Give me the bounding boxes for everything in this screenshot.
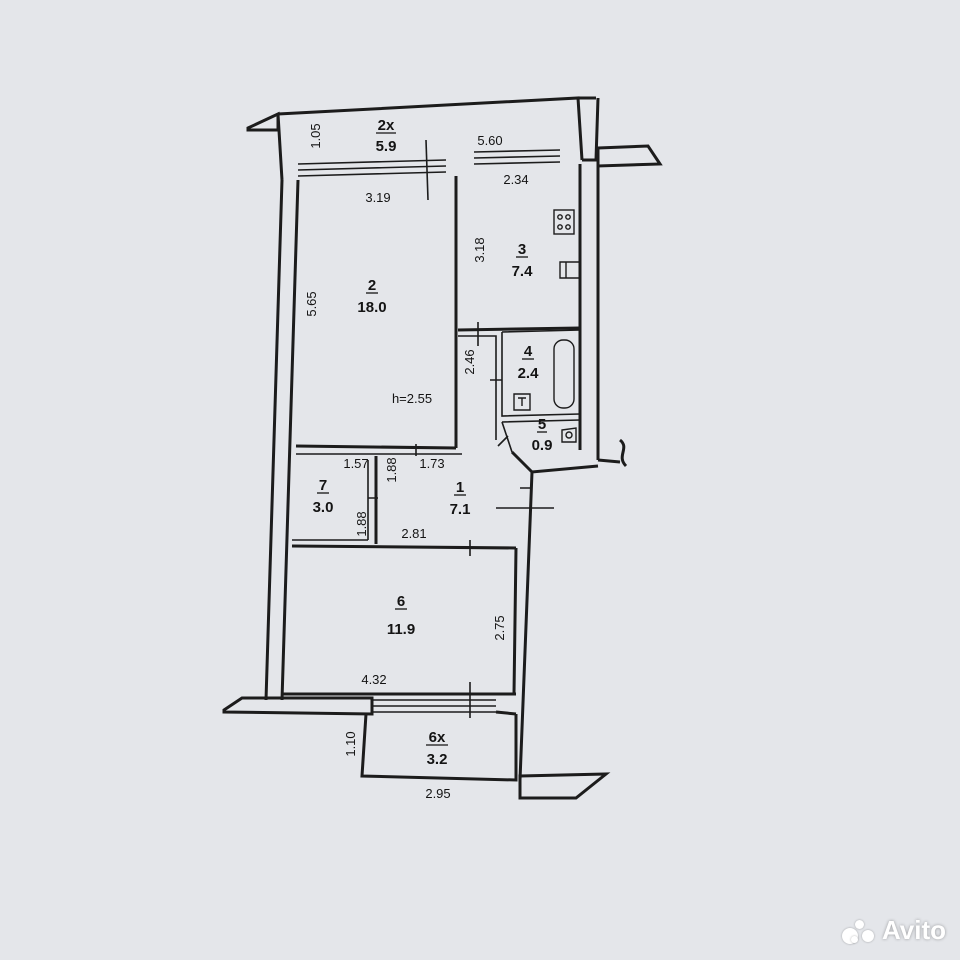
room-number-5: 5 xyxy=(538,416,546,433)
dim-room6-width: 4.32 xyxy=(361,672,386,687)
washbasin-icon xyxy=(513,393,531,411)
dim-kitchen-length: 3.18 xyxy=(472,237,487,262)
room-number-7: 7 xyxy=(319,477,327,494)
avito-dots-icon xyxy=(841,918,876,944)
room-number-1: 1 xyxy=(456,479,464,496)
room-area-6: 11.9 xyxy=(387,621,415,638)
avito-watermark-text: Avito xyxy=(881,915,946,945)
dim-bath-length: 2.46 xyxy=(462,349,477,374)
dim-room2-length: 5.65 xyxy=(304,291,319,316)
sink-icon xyxy=(559,261,581,279)
room-area-3: 7.4 xyxy=(512,263,534,280)
room-label-7: 7 3.0 xyxy=(313,477,334,516)
dim-closet-depth-bottom: 1.88 xyxy=(354,511,369,536)
dim-balcony-bottom-length: 2.95 xyxy=(425,786,450,801)
kitchen-bottom-inner xyxy=(458,335,497,440)
dim-hall-width: 1.73 xyxy=(419,456,444,471)
top-balcony-wall xyxy=(276,96,600,181)
room-label-3: 3 7.4 xyxy=(512,241,534,280)
room-number-4: 4 xyxy=(524,343,533,360)
avito-watermark: Avito xyxy=(841,915,946,946)
room-area-6x: 3.2 xyxy=(427,751,448,768)
right-outer-wall xyxy=(578,164,600,460)
left-outer-wall xyxy=(264,179,300,701)
toilet-icon xyxy=(561,427,577,443)
bottom-wall xyxy=(282,692,517,716)
room-number-6x: 6х xyxy=(429,729,446,746)
room-area-1: 7.1 xyxy=(450,501,471,518)
dim-closet-width: 1.57 xyxy=(343,456,368,471)
dim-balcony-bottom-depth: 1.10 xyxy=(343,731,358,756)
bottom-slab xyxy=(222,696,374,716)
room-label-6x: 6х 3.2 xyxy=(426,729,448,768)
dim-room2-width: 3.19 xyxy=(365,190,390,205)
fixtures xyxy=(513,209,581,443)
room-label-1: 1 7.1 xyxy=(450,479,471,518)
room-area-2x: 5.9 xyxy=(376,138,397,155)
window-top-left xyxy=(297,159,447,177)
window-top-right xyxy=(473,149,561,165)
dimension-labels: 1.05 5.60 3.19 5.65 2.34 3.18 2.46 h=2.5… xyxy=(304,123,529,801)
bottom-balcony xyxy=(360,713,518,782)
window-bottom xyxy=(372,699,496,713)
right-stub-wall xyxy=(597,438,628,468)
bathtub-icon xyxy=(553,339,575,409)
room-label-5: 5 0.9 xyxy=(532,416,553,454)
top-right-slab xyxy=(596,144,663,168)
closet-inner xyxy=(292,460,369,541)
room-area-5: 0.9 xyxy=(532,437,553,454)
room-label-6: 6 11.9 xyxy=(387,593,415,638)
room-number-6: 6 xyxy=(397,593,405,610)
partitions xyxy=(291,176,581,556)
room-number-3: 3 xyxy=(518,241,526,258)
room-label-4: 4 2.4 xyxy=(518,343,540,382)
room-area-7: 3.0 xyxy=(313,499,334,516)
dim-hall-length: 2.81 xyxy=(401,526,426,541)
stove-icon xyxy=(553,209,575,235)
door-mark-top xyxy=(425,139,429,201)
dim-kitchen-width: 2.34 xyxy=(503,172,528,187)
closet-walls xyxy=(291,456,517,550)
dim-balcony-top-depth: 1.05 xyxy=(308,123,323,148)
dim-ceiling-height: h=2.55 xyxy=(392,391,432,406)
room2-right-wall xyxy=(295,176,458,450)
dim-room6-length: 2.75 xyxy=(492,615,507,640)
room-number-2x: 2х xyxy=(378,117,395,134)
bath-walls xyxy=(501,329,581,453)
lower-right-wall xyxy=(510,450,599,781)
dim-closet-depth-top: 1.88 xyxy=(384,457,399,482)
top-left-slab xyxy=(246,111,280,132)
door-ticks xyxy=(368,322,554,556)
room-label-2: 2 18.0 xyxy=(357,277,386,316)
room-number-2: 2 xyxy=(368,277,376,294)
room-area-4: 2.4 xyxy=(518,365,540,382)
room-label-2x: 2х 5.9 xyxy=(376,117,397,155)
bottom-right-slab xyxy=(518,772,611,800)
room-area-2: 18.0 xyxy=(357,299,386,316)
dim-balcony-top-length: 5.60 xyxy=(477,133,502,148)
windows xyxy=(297,139,561,718)
